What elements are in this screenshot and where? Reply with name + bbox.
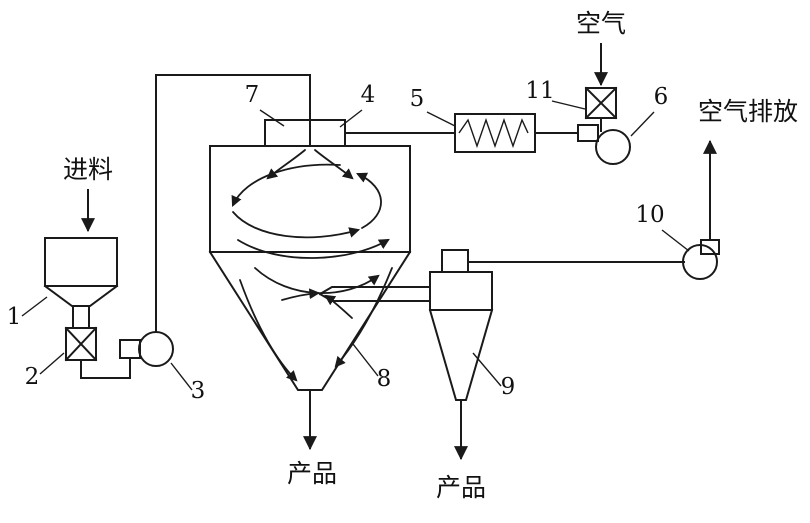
leader-5 xyxy=(426,111,456,127)
leader-10 xyxy=(661,229,690,252)
swirl-arrow-wall-right xyxy=(334,267,393,368)
exhaust-fan-port xyxy=(700,239,720,255)
dryer-product-label: 产品 xyxy=(287,459,337,488)
blower-outlet-port xyxy=(577,124,599,142)
swirl-arrow-into-lance-left xyxy=(281,288,321,301)
lance-pipe-bottom xyxy=(318,292,431,302)
callout-2: 2 xyxy=(25,364,40,390)
feed-hopper-cone xyxy=(43,284,119,307)
swirl-arrow-loop-right xyxy=(356,172,382,229)
swirl-arrow-loop-left xyxy=(231,163,341,207)
leader-9 xyxy=(472,352,502,387)
leader-3 xyxy=(170,362,193,391)
leader-4 xyxy=(339,109,363,128)
swirl-arrow-inlet-left xyxy=(266,149,306,180)
swirl-arrow-wall-left xyxy=(239,279,298,382)
blower-body xyxy=(595,129,631,165)
callout-5: 5 xyxy=(410,86,425,112)
leader-7 xyxy=(259,109,285,127)
valve-to-pump-pipe xyxy=(80,357,131,379)
swirl-arrow-mid xyxy=(237,238,390,259)
leader-1 xyxy=(21,296,48,317)
air-exhaust-label: 空气排放 xyxy=(698,97,798,126)
air-label: 空气 xyxy=(576,9,626,38)
swirl-arrow-loop-bottom xyxy=(232,211,361,239)
feed-valve-cross-2 xyxy=(64,326,98,362)
callout-4: 4 xyxy=(361,82,376,108)
cyclone-body xyxy=(429,271,493,311)
leader-6 xyxy=(630,111,655,137)
feed-hopper-body xyxy=(44,237,118,287)
callout-10: 10 xyxy=(635,202,664,228)
callout-6: 6 xyxy=(654,84,669,110)
cyclone-cone xyxy=(428,308,494,401)
swirl-arrow-cone xyxy=(254,267,380,294)
cyclone-inlet-box xyxy=(441,249,469,273)
swirl-arrow-into-lance-right xyxy=(324,294,353,319)
feed-pump-port xyxy=(119,339,141,359)
callout-11: 11 xyxy=(525,78,554,104)
heater-coil xyxy=(458,117,529,149)
dryer-inlet-box xyxy=(264,119,346,147)
feed-label: 进料 xyxy=(63,155,113,184)
air-valve-cross-2 xyxy=(584,86,618,120)
callout-8: 8 xyxy=(377,366,392,392)
callout-9: 9 xyxy=(501,374,516,400)
leader-11 xyxy=(551,100,586,110)
feed-riser-pipe xyxy=(155,74,311,333)
callout-3: 3 xyxy=(191,378,206,404)
callout-7: 7 xyxy=(245,82,260,108)
leader-2 xyxy=(39,352,65,375)
callout-1: 1 xyxy=(7,304,22,330)
cyclone-product-label: 产品 xyxy=(436,473,486,502)
feed-pump-body xyxy=(138,331,174,367)
leader-8 xyxy=(352,343,379,377)
lance-pipe-top xyxy=(318,286,431,296)
